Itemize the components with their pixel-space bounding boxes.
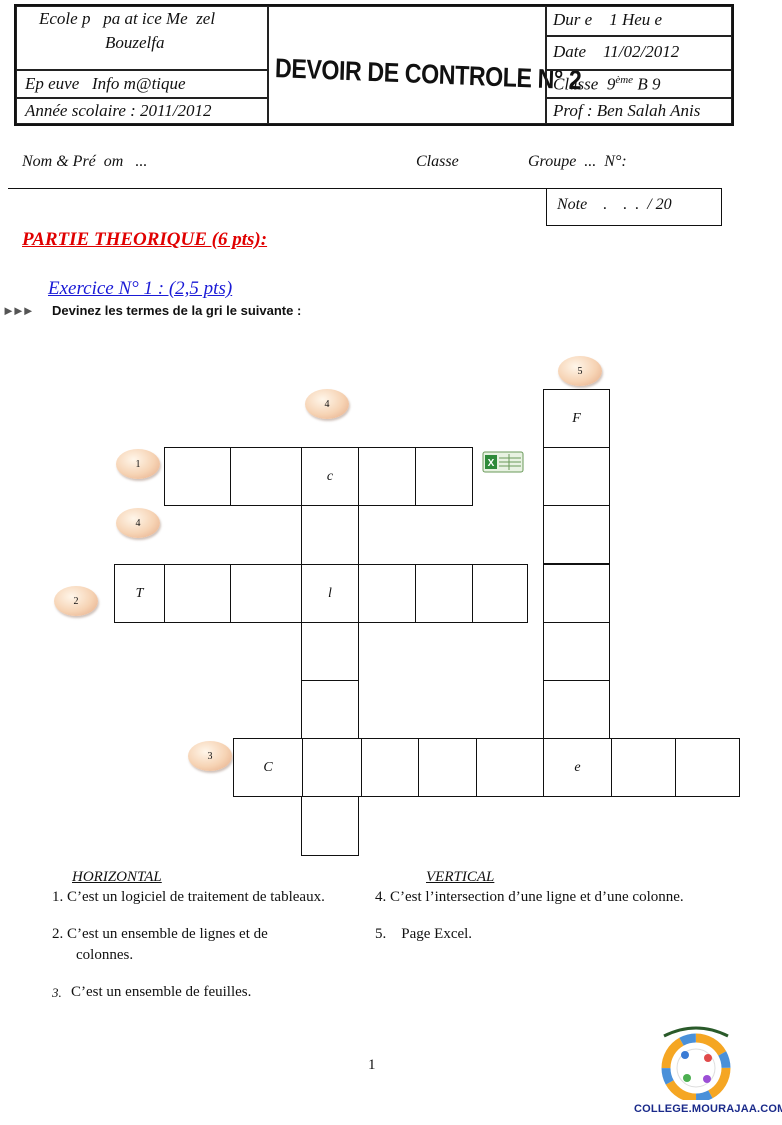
- grid-cell[interactable]: [543, 680, 610, 739]
- clue-h2-cont: colonnes.: [76, 947, 134, 963]
- grid-cell[interactable]: e: [543, 738, 612, 797]
- grid-cell[interactable]: [230, 447, 302, 506]
- grid-cell[interactable]: T: [114, 564, 165, 623]
- grid-cell[interactable]: [415, 447, 473, 506]
- school-cell: Ecole p pa at ice Me zel Bouzelfa: [16, 6, 268, 70]
- clue-number-4: 4: [116, 508, 160, 538]
- school-name-line1: Ecole p pa at ice Me zel: [39, 9, 216, 28]
- college-logo: [654, 1022, 738, 1103]
- grid-cell[interactable]: [543, 564, 610, 623]
- grid-cell[interactable]: [301, 505, 359, 565]
- header-table: Ecole p pa at ice Me zel Bouzelfa Ep euv…: [14, 4, 734, 126]
- annee-label: Année scolaire : 2011/2012: [25, 101, 212, 120]
- grid-cell[interactable]: [472, 564, 528, 623]
- clue-number-2: 2: [54, 586, 98, 616]
- excel-icon: X: [481, 449, 525, 475]
- epreuve-label: Ep euve Info m@tique: [25, 74, 186, 93]
- exercice-instruction: Devinez les termes de la gri le suivante…: [52, 303, 302, 318]
- grid-cell[interactable]: [301, 622, 359, 681]
- grid-cell[interactable]: [164, 564, 231, 623]
- grid-cell[interactable]: [543, 505, 610, 564]
- grid-cell[interactable]: F: [543, 389, 610, 448]
- clue-h3: C’est un ensemble de feuilles.: [71, 984, 252, 1000]
- separator-line: [8, 188, 722, 189]
- prof-label: Prof : Ben Salah Anis: [553, 101, 701, 120]
- annee-cell: Année scolaire : 2011/2012: [16, 98, 268, 124]
- clue-v5: 5. Page Excel.: [375, 926, 473, 942]
- note-box: Note . . . / 20: [546, 188, 722, 226]
- clue-h1: 1. C’est un logiciel de traitement de ta…: [52, 889, 325, 905]
- grid-cell[interactable]: l: [301, 564, 359, 623]
- student-name-field: Nom & Pré om ...: [22, 153, 148, 170]
- classe-cell: Classe 9ème B 9: [546, 70, 732, 98]
- partie-theorique-title: PARTIE THEORIQUE (6 pts):: [22, 229, 268, 250]
- arrows-icon: ►►►: [2, 303, 35, 318]
- grid-cell[interactable]: [301, 796, 359, 856]
- grid-cell[interactable]: [301, 680, 359, 739]
- exam-title: DEVOIR DE CONTROLE N° 2: [274, 53, 582, 96]
- grid-cell[interactable]: [164, 447, 231, 506]
- clue-v4: 4. C’est l’intersection d’une ligne et d…: [375, 889, 684, 905]
- grid-cell[interactable]: C: [233, 738, 303, 797]
- grid-cell[interactable]: [611, 738, 676, 797]
- grid-cell[interactable]: [302, 738, 362, 797]
- grid-cell[interactable]: [476, 738, 544, 797]
- clue-number-4-top: 4: [305, 389, 349, 419]
- classe-sup: ème: [615, 74, 634, 86]
- exercice-title: Exercice N° 1 : (2,5 pts): [48, 278, 233, 299]
- vertical-title: VERTICAL: [426, 869, 495, 885]
- college-site: COLLEGE.MOURAJAA.COM: [634, 1103, 782, 1115]
- date-cell: Date 11/02/2012: [546, 36, 732, 70]
- grid-cell[interactable]: [361, 738, 419, 797]
- prof-cell: Prof : Ben Salah Anis: [546, 98, 732, 124]
- duree-label: Dur e 1 Heu e: [553, 10, 663, 29]
- clue-h2: 2. C’est un ensemble de lignes et de: [52, 926, 268, 942]
- clue-number-1: 1: [116, 449, 160, 479]
- clue-h3-number: 3.: [52, 985, 62, 1000]
- clue-number-3: 3: [188, 741, 232, 771]
- grid-cell[interactable]: [358, 447, 416, 506]
- horizontal-title: HORIZONTAL: [72, 869, 162, 885]
- grid-cell[interactable]: [415, 564, 473, 623]
- classe-text: Classe 9: [553, 74, 616, 94]
- grid-cell[interactable]: [358, 564, 416, 623]
- svg-text:X: X: [488, 458, 495, 469]
- grid-cell[interactable]: [543, 447, 610, 506]
- grid-cell[interactable]: [230, 564, 302, 623]
- grid-cell[interactable]: [543, 622, 610, 681]
- student-groupe-field: Groupe ... N°:: [528, 153, 627, 170]
- epreuve-cell: Ep euve Info m@tique: [16, 70, 268, 98]
- duree-cell: Dur e 1 Heu e: [546, 6, 732, 36]
- date-label: Date 11/02/2012: [553, 42, 680, 61]
- title-cell: DEVOIR DE CONTROLE N° 2: [268, 6, 582, 124]
- clue-number-5: 5: [558, 356, 602, 386]
- grid-cell[interactable]: c: [301, 447, 359, 506]
- student-classe-field: Classe: [416, 153, 459, 170]
- grid-cell[interactable]: [675, 738, 740, 797]
- grid-cell[interactable]: [418, 738, 477, 797]
- page-number: 1: [368, 1057, 376, 1073]
- classe-suffix: B 9: [633, 74, 661, 94]
- school-name-line2: Bouzelfa: [105, 33, 165, 52]
- classe-label: Classe 9ème B 9: [553, 74, 660, 95]
